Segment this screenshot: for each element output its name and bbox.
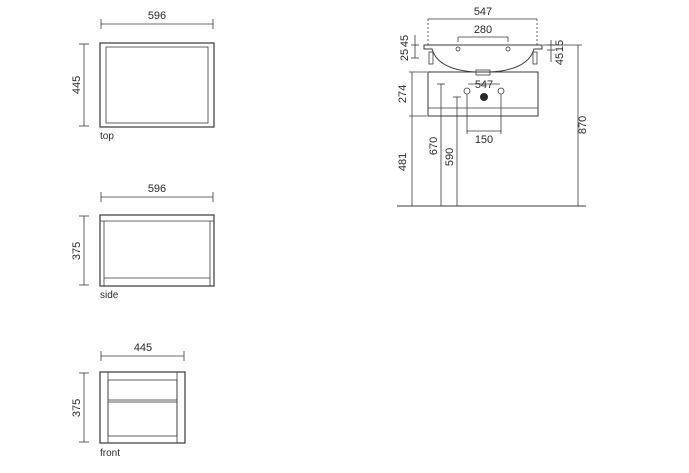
side-view: 596 375 side bbox=[71, 183, 215, 301]
front-view-caption: front bbox=[100, 448, 120, 459]
section-view: 547 280 547 150 25 45 bbox=[397, 6, 589, 207]
tap-hole-right bbox=[505, 46, 511, 52]
cabinet-height-label: 274 bbox=[397, 85, 409, 103]
side-height-label: 375 bbox=[71, 242, 83, 260]
water-inlet-right bbox=[497, 87, 505, 95]
waste-height-label: 670 bbox=[428, 137, 440, 155]
basin-outline bbox=[423, 44, 543, 73]
cabinet-body bbox=[427, 71, 539, 117]
water-inlet-left bbox=[463, 87, 471, 95]
front-upper-drawer bbox=[107, 379, 178, 401]
top-width-label: 596 bbox=[148, 10, 166, 22]
left-25-label: 25 bbox=[399, 49, 411, 61]
floor-clearance-label: 481 bbox=[397, 153, 409, 171]
top-view: 596 445 top bbox=[71, 10, 215, 142]
right-45-label: 45 bbox=[554, 53, 566, 65]
top-view-caption: top bbox=[100, 131, 114, 142]
top-outline bbox=[99, 42, 215, 128]
bracket-left bbox=[428, 51, 434, 65]
front-width-label: 445 bbox=[134, 342, 152, 354]
basin-width-label: 547 bbox=[474, 6, 492, 18]
front-view: 445 375 front bbox=[71, 342, 186, 459]
top-height-label: 445 bbox=[71, 76, 83, 94]
right-15-label: 15 bbox=[554, 40, 566, 52]
waste-outlet bbox=[480, 93, 488, 101]
front-lower-drawer bbox=[107, 401, 178, 437]
top-inner-panel bbox=[105, 46, 209, 124]
side-view-caption: side bbox=[100, 290, 119, 301]
side-width-label: 596 bbox=[148, 183, 166, 195]
supply-height-label: 590 bbox=[444, 148, 456, 166]
side-outline bbox=[99, 214, 215, 287]
total-height-label: 870 bbox=[577, 116, 589, 134]
front-height-label: 375 bbox=[71, 399, 83, 417]
tap-spacing-label: 280 bbox=[474, 24, 492, 36]
tap-hole-left bbox=[455, 46, 461, 52]
bracket-right bbox=[532, 51, 538, 65]
pipe-width-label: 547 bbox=[475, 79, 493, 91]
left-45-label: 45 bbox=[399, 35, 411, 47]
front-outline bbox=[99, 371, 186, 444]
pipe-spacing-label: 150 bbox=[475, 134, 493, 146]
